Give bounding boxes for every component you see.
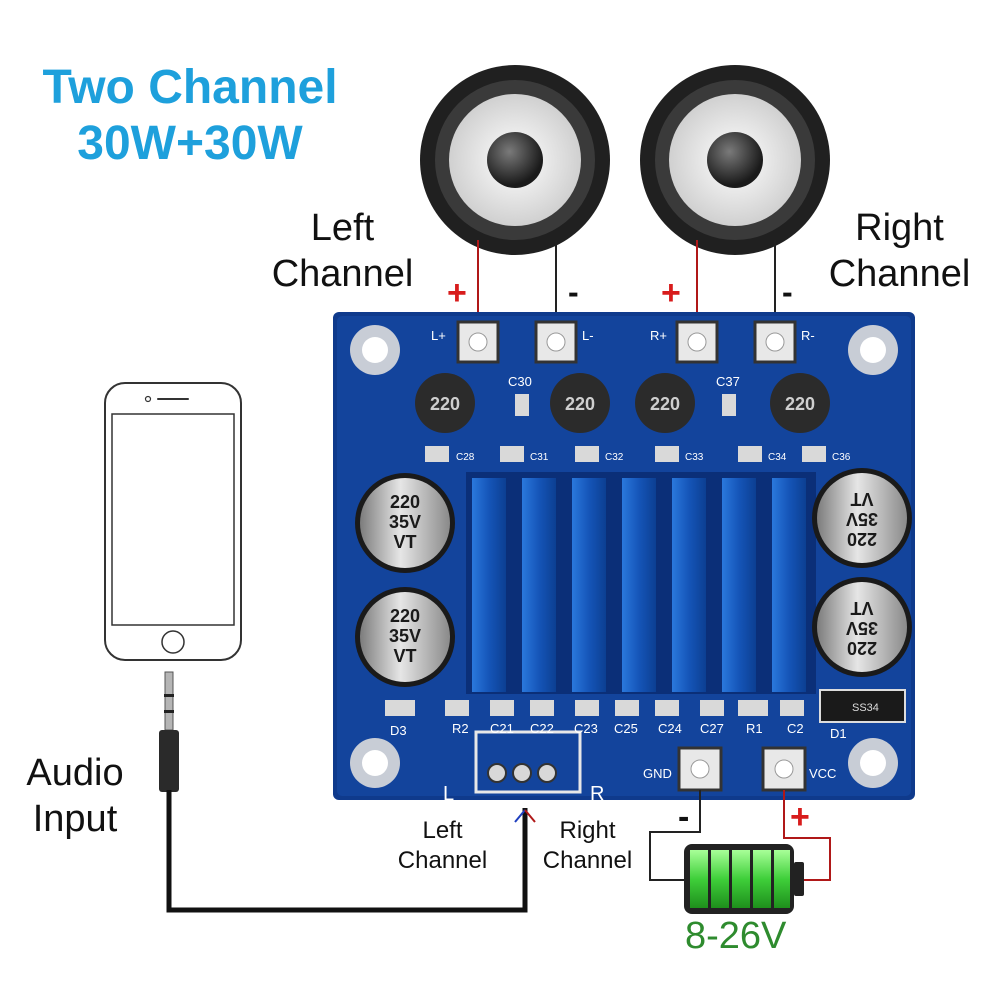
part-c34: C34 <box>768 452 787 463</box>
part-c30: C30 <box>508 374 532 389</box>
inductor-4-value: 220 <box>785 394 815 414</box>
left-channel-line-1: Left <box>310 207 375 249</box>
smd-parts-bottom <box>385 689 906 723</box>
part-c33: C33 <box>685 452 704 463</box>
jack-label-right: R <box>590 783 604 805</box>
part-c36: C36 <box>832 452 851 463</box>
pad-label-gnd: GND <box>643 766 672 781</box>
part-d3: D3 <box>390 723 407 738</box>
part-c27: C27 <box>700 721 724 736</box>
right-speaker-icon <box>640 65 830 255</box>
audio-input-label: Audio Input <box>0 750 150 842</box>
capacitor-markings: 220 35V VT 220 35V VT 220 35V VT 220 35V… <box>389 489 878 666</box>
left-channel-line-2: Channel <box>271 253 414 295</box>
pad-label-r-plus: R+ <box>650 328 667 343</box>
power-terminals <box>677 746 807 792</box>
inductor-2-value: 220 <box>565 394 595 414</box>
smd-parts-top <box>425 394 826 462</box>
input-left-line-1: Left <box>422 817 463 844</box>
part-d1: D1 <box>830 726 847 741</box>
input-right-line-1: Right <box>559 817 616 844</box>
part-c23: C23 <box>574 721 598 736</box>
right-channel-line-1: Right <box>855 207 944 249</box>
heatsink <box>466 472 816 694</box>
inductor-3-value: 220 <box>650 394 680 414</box>
cap-3-line3: VT <box>850 489 873 509</box>
left-minus-sign: - <box>568 274 579 310</box>
pad-label-l-plus: L+ <box>431 328 446 343</box>
input-left-channel-label: Left Channel <box>380 816 505 876</box>
power-wires <box>649 790 831 881</box>
part-c2: C2 <box>787 721 804 736</box>
mounting-hole-icon <box>350 325 898 788</box>
cap-3-line2: 35V <box>846 509 878 529</box>
part-c25: C25 <box>614 721 638 736</box>
inductor-1-value: 220 <box>430 394 460 414</box>
part-c28: C28 <box>456 452 475 463</box>
right-channel-label: Right Channel <box>812 205 987 297</box>
part-c31: C31 <box>530 452 549 463</box>
left-speaker-icon <box>420 65 610 255</box>
pad-label-l-minus: L- <box>582 328 594 343</box>
right-plus-sign: + <box>661 274 681 312</box>
output-terminals <box>456 320 797 364</box>
title: Two Channel 30W+30W <box>10 60 370 172</box>
title-line-1: Two Channel <box>42 61 338 114</box>
cap-2-line2: 35V <box>389 626 421 646</box>
diode-marking: SS34 <box>852 702 879 714</box>
input-header <box>474 730 582 794</box>
cap-4-line1: 220 <box>847 638 877 658</box>
left-channel-label: Left Channel <box>255 205 430 297</box>
cap-2-line1: 220 <box>390 606 420 626</box>
part-c21: C21 <box>490 721 514 736</box>
inductor-markings: 220 220 220 220 <box>430 394 815 414</box>
part-r1: R1 <box>746 721 763 736</box>
input-right-channel-label: Right Channel <box>530 816 645 876</box>
cap-1-line3: VT <box>393 532 416 552</box>
power-minus-sign: - <box>678 798 690 836</box>
cap-1-line2: 35V <box>389 512 421 532</box>
part-c22: C22 <box>530 721 554 736</box>
right-minus-sign: - <box>782 274 793 310</box>
input-right-line-2: Channel <box>542 847 633 874</box>
cap-4-line2: 35V <box>846 618 878 638</box>
pad-label-vcc: VCC <box>809 766 836 781</box>
left-plus-sign: + <box>447 274 467 312</box>
title-line-2: 30W+30W <box>77 117 303 170</box>
battery-icon <box>684 844 804 914</box>
input-left-line-2: Channel <box>397 847 488 874</box>
audio-input-line-1: Audio <box>26 752 124 794</box>
audio-input-line-2: Input <box>32 798 118 840</box>
audio-plug-icon <box>159 671 179 792</box>
voltage-label: 8-26V <box>685 915 787 957</box>
board-silkscreen: L+ L- R+ R- GND VCC C30 C37 C28 C31 C32 … <box>390 328 879 805</box>
part-c32: C32 <box>605 452 624 463</box>
pad-label-r-minus: R- <box>801 328 815 343</box>
electrolytic-capacitors <box>355 468 912 687</box>
cap-3-line1: 220 <box>847 529 877 549</box>
cap-2-line3: VT <box>393 646 416 666</box>
jack-label-left: L <box>443 783 454 805</box>
amplifier-board <box>333 312 915 800</box>
part-c24: C24 <box>658 721 682 736</box>
smartphone-icon <box>104 382 242 661</box>
part-r2: R2 <box>452 721 469 736</box>
cap-4-line3: VT <box>850 598 873 618</box>
audio-cable <box>166 790 528 913</box>
right-channel-line-2: Channel <box>828 253 971 295</box>
part-c37: C37 <box>716 374 740 389</box>
power-plus-sign: + <box>790 798 810 836</box>
input-wire-ends <box>514 809 536 823</box>
inductors <box>415 373 830 433</box>
cap-1-line1: 220 <box>390 492 420 512</box>
